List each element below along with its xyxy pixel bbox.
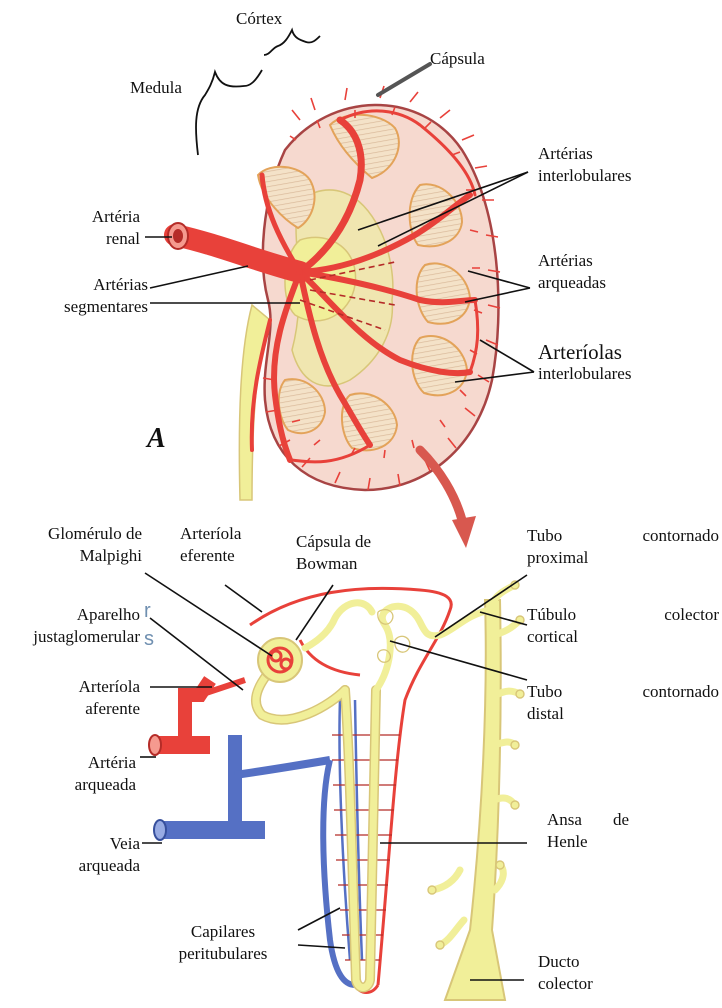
label-glomerulo: Glomérulo de Malpighi xyxy=(2,523,142,567)
label-line: eferente xyxy=(180,545,241,567)
label-word: Tubo xyxy=(527,525,562,547)
label-arteria-renal: Artéria renal xyxy=(60,206,140,250)
label-line: distal xyxy=(527,703,719,725)
label-tubo-proximal: Tubo contornado proximal xyxy=(527,525,719,569)
label-word: colector xyxy=(664,604,719,626)
label-word: contornado xyxy=(643,525,719,547)
label-word: contornado xyxy=(643,681,719,703)
label-aparelho-justaglomerular: Aparelho justaglomerular xyxy=(2,604,140,648)
label-arterias-arqueadas: Artérias arqueadas xyxy=(538,250,606,294)
label-line: arqueadas xyxy=(538,272,606,294)
ghost-letter-s: s xyxy=(144,628,154,650)
label-line: Artérias xyxy=(30,274,148,296)
label-capilares-peritubulares: Capilares peritubulares xyxy=(150,921,296,965)
label-line: Arteríolas xyxy=(538,341,631,363)
label-arteriolas-interlobulares: Arteríolas interlobulares xyxy=(538,341,631,385)
label-capsula-bowman: Cápsula de Bowman xyxy=(296,531,371,575)
label-line: arqueada xyxy=(40,774,136,796)
label-arteriola-aferente: Arteríola aferente xyxy=(40,676,140,720)
label-veia-arqueada: Veia arqueada xyxy=(40,833,140,877)
label-arteriola-eferente: Arteríola eferente xyxy=(180,523,241,567)
kidney-panel xyxy=(145,30,534,548)
label-line: interlobulares xyxy=(538,165,631,187)
label-line: Artéria xyxy=(40,752,136,774)
label-line: Veia xyxy=(40,833,140,855)
label-medula: Medula xyxy=(130,77,182,99)
label-line: Capilares xyxy=(150,921,296,943)
label-line: Artérias xyxy=(538,143,631,165)
label-line: Cápsula de xyxy=(296,531,371,553)
leader-lines-b xyxy=(140,573,527,980)
label-ansa-henle: Ansa de Henle xyxy=(547,809,629,853)
label-line: colector xyxy=(538,973,593,995)
label-line: cortical xyxy=(527,626,719,648)
label-word: de xyxy=(613,809,629,831)
label-line: Artérias xyxy=(538,250,606,272)
label-tubo-distal: Tubo contornado distal xyxy=(527,681,719,725)
label-arteria-arqueada: Artéria arqueada xyxy=(40,752,136,796)
label-line: renal xyxy=(60,228,140,250)
label-word: Ansa xyxy=(547,809,582,831)
label-cortex: Córtex xyxy=(236,8,282,30)
label-line: arqueada xyxy=(40,855,140,877)
label-line: aferente xyxy=(40,698,140,720)
medula-brace xyxy=(196,70,262,155)
label-line: Ducto xyxy=(538,951,593,973)
label-line: justaglomerular xyxy=(2,626,140,648)
label-tubulo-colector: Túbulo colector cortical xyxy=(527,604,719,648)
label-line: segmentares xyxy=(30,296,148,318)
label-word: Túbulo xyxy=(527,604,576,626)
label-line: proximal xyxy=(527,547,719,569)
label-line: Henle xyxy=(547,831,629,853)
label-line: Glomérulo de xyxy=(2,523,142,545)
capsula-pointer xyxy=(378,64,430,95)
zoom-arrowhead xyxy=(452,516,476,548)
label-ducto-colector: Ducto colector xyxy=(538,951,593,995)
label-line: Malpighi xyxy=(2,545,142,567)
label-arterias-segmentares: Artérias segmentares xyxy=(30,274,148,318)
cortex-brace xyxy=(264,30,320,55)
panel-label-a: A xyxy=(147,428,166,450)
label-line: peritubulares xyxy=(150,943,296,965)
label-word: Tubo xyxy=(527,681,562,703)
ghost-letter-r: r xyxy=(144,600,151,622)
label-line: Aparelho xyxy=(2,604,140,626)
label-line: Artéria xyxy=(60,206,140,228)
label-arterias-interlobulares: Artérias interlobulares xyxy=(538,143,631,187)
label-line: Arteríola xyxy=(40,676,140,698)
label-line: interlobulares xyxy=(538,363,631,385)
label-line: Bowman xyxy=(296,553,371,575)
label-capsula: Cápsula xyxy=(430,48,485,70)
label-line: Arteríola xyxy=(180,523,241,545)
